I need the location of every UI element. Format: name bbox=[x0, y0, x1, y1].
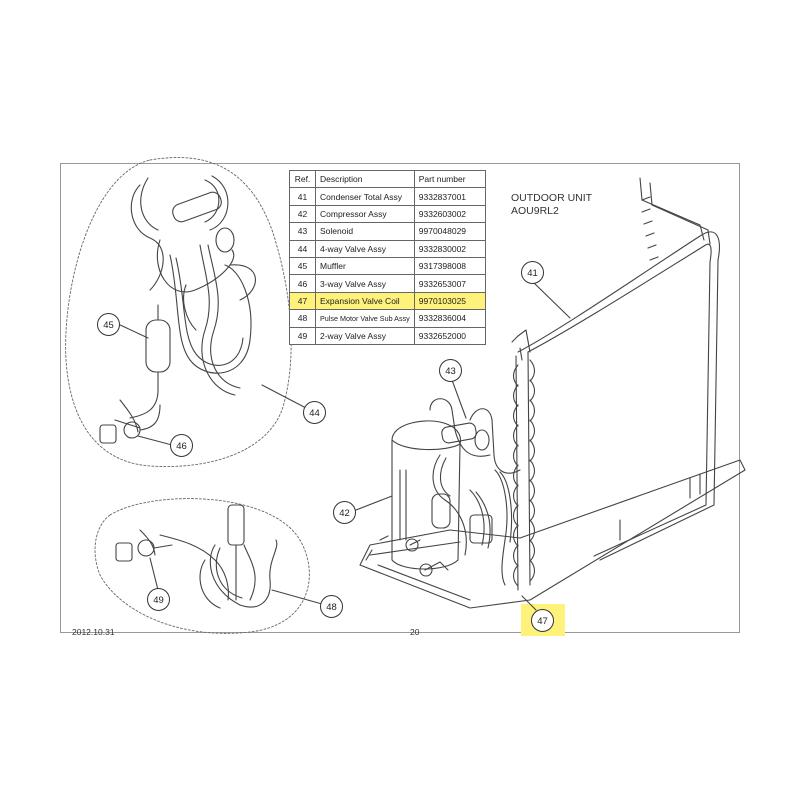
two-way-valve-part bbox=[115, 529, 173, 562]
callout-47: 47 bbox=[531, 609, 554, 632]
leader-42 bbox=[355, 495, 393, 511]
parts-list-table: Ref. Description Part number 41 Condense… bbox=[289, 169, 486, 345]
row-part-number: 9970048029 bbox=[413, 222, 486, 241]
row-part-number: 9317398008 bbox=[413, 256, 486, 276]
leader-43 bbox=[451, 379, 467, 419]
row-ref: 47 bbox=[289, 291, 316, 311]
table-row: 42 Compressor Assy 9332603002 bbox=[289, 204, 486, 224]
group-44-dashed-outline bbox=[65, 157, 292, 467]
table-row: 49 2-way Valve Assy 9332652000 bbox=[289, 326, 486, 345]
row-part-number: 9332837001 bbox=[413, 187, 486, 206]
leader-48 bbox=[271, 589, 323, 605]
table-row: 45 Muffler 9317398008 bbox=[289, 256, 486, 276]
row-description: Solenoid bbox=[315, 222, 415, 241]
row-ref: 42 bbox=[289, 204, 316, 224]
row-ref: 49 bbox=[289, 326, 316, 345]
row-description: 2-way Valve Assy bbox=[315, 326, 415, 345]
row-part-number: 9332652000 bbox=[413, 326, 486, 345]
table-row: 48 Pulse Motor Valve Sub Assy 9332836004 bbox=[289, 309, 486, 328]
row-ref: 48 bbox=[289, 309, 316, 328]
row-description: 3-way Valve Assy bbox=[315, 274, 415, 293]
table-header-row: Ref. Description Part number bbox=[289, 169, 486, 189]
leader-46 bbox=[137, 435, 173, 446]
callout-43: 43 bbox=[439, 359, 462, 382]
leader-49 bbox=[149, 557, 159, 591]
row-description: Muffler bbox=[315, 256, 415, 276]
header-part-number: Part number bbox=[413, 169, 486, 189]
header-description: Description bbox=[315, 169, 415, 189]
row-part-number: 9332603002 bbox=[413, 204, 486, 224]
table-row: 46 3-way Valve Assy 9332653007 bbox=[289, 274, 486, 293]
row-ref: 41 bbox=[289, 187, 316, 206]
row-ref: 46 bbox=[289, 274, 316, 293]
callout-44: 44 bbox=[303, 401, 326, 424]
row-description: Condenser Total Assy bbox=[315, 187, 415, 206]
row-part-number: 9970103025 bbox=[413, 291, 486, 311]
header-ref: Ref. bbox=[289, 169, 316, 189]
callout-42: 42 bbox=[333, 501, 356, 524]
footer-date: 2012.10.31 bbox=[72, 627, 115, 637]
footer-page-number: 20 bbox=[410, 627, 420, 637]
leader-44 bbox=[261, 384, 307, 409]
row-ref: 43 bbox=[289, 222, 316, 241]
callout-49: 49 bbox=[147, 588, 170, 611]
row-ref: 44 bbox=[289, 239, 316, 258]
row-description: Compressor Assy bbox=[315, 204, 415, 224]
row-part-number: 9332836004 bbox=[413, 309, 486, 328]
pulse-motor-valve-assembly bbox=[159, 504, 278, 609]
row-part-number: 9332830002 bbox=[413, 239, 486, 258]
table-row: 44 4-way Valve Assy 9332830002 bbox=[289, 239, 486, 258]
three-way-valve-part bbox=[99, 399, 161, 444]
leader-41 bbox=[532, 281, 571, 319]
table-row-highlighted: 47 Expansion Valve Coil 9970103025 bbox=[289, 291, 486, 311]
row-description: Expansion Valve Coil bbox=[315, 291, 415, 311]
row-ref: 45 bbox=[289, 256, 316, 276]
four-way-valve-assembly bbox=[130, 175, 256, 396]
drawing-frame bbox=[60, 163, 740, 633]
outdoor-unit-chassis bbox=[359, 177, 746, 609]
unit-model: AOU9RL2 bbox=[511, 205, 559, 217]
row-description: 4-way Valve Assy bbox=[315, 239, 415, 258]
callout-48: 48 bbox=[320, 595, 343, 618]
unit-title: OUTDOOR UNIT bbox=[511, 192, 593, 204]
row-part-number: 9332653007 bbox=[413, 274, 486, 293]
muffler-part bbox=[129, 304, 171, 419]
group-48-dashed-outline bbox=[94, 498, 310, 634]
leader-47 bbox=[521, 595, 537, 611]
leader-45 bbox=[117, 323, 149, 339]
callout-41: 41 bbox=[521, 261, 544, 284]
table-row: 41 Condenser Total Assy 9332837001 bbox=[289, 187, 486, 206]
row-description: Pulse Motor Valve Sub Assy bbox=[315, 309, 415, 328]
callout-45: 45 bbox=[97, 313, 120, 336]
callout-46: 46 bbox=[170, 434, 193, 457]
table-row: 43 Solenoid 9970048029 bbox=[289, 222, 486, 241]
